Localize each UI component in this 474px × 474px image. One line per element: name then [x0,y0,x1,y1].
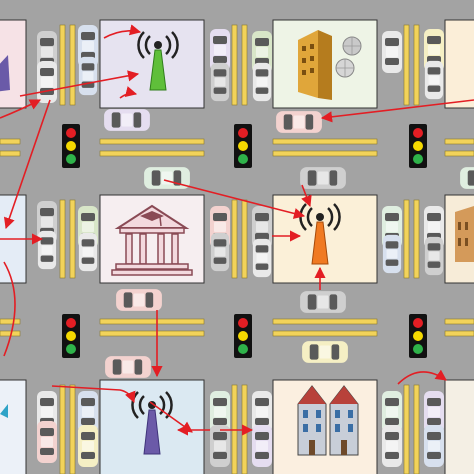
car-icon [37,421,57,463]
car-icon [382,425,402,467]
block-bottom-right [445,380,474,474]
car-icon [211,63,229,101]
car-icon [37,61,57,103]
traffic-light-icon [234,124,252,168]
car-icons [37,25,444,467]
car-icon [104,109,150,131]
car-icon [302,341,348,363]
car-icon [300,291,346,313]
car-icon [78,425,98,467]
traffic-light-icon [62,124,80,168]
block-top-right [445,20,474,108]
traffic-light-icon [234,314,252,358]
building-icon [455,206,474,262]
car-icon [424,425,444,467]
car-icon [425,237,443,275]
car-icon [252,425,272,467]
car-icon [79,57,97,95]
car-icon [105,356,151,378]
car-icon [425,61,443,99]
car-icon [276,111,322,133]
car-icon [460,167,474,189]
car-icon [210,425,230,467]
car-icon [211,233,229,271]
traffic-light-icon [62,314,80,358]
car-icon [38,231,56,269]
car-icon [383,235,401,273]
car-icon [253,239,271,277]
block-bottom-left [0,380,26,474]
arrow [398,372,446,384]
car-icon [116,289,162,311]
traffic-light-icon [409,124,427,168]
traffic-light-icon [409,314,427,358]
car-icon [79,233,97,271]
car-icon [253,63,271,101]
car-icon [382,31,402,73]
car-icon [300,167,346,189]
